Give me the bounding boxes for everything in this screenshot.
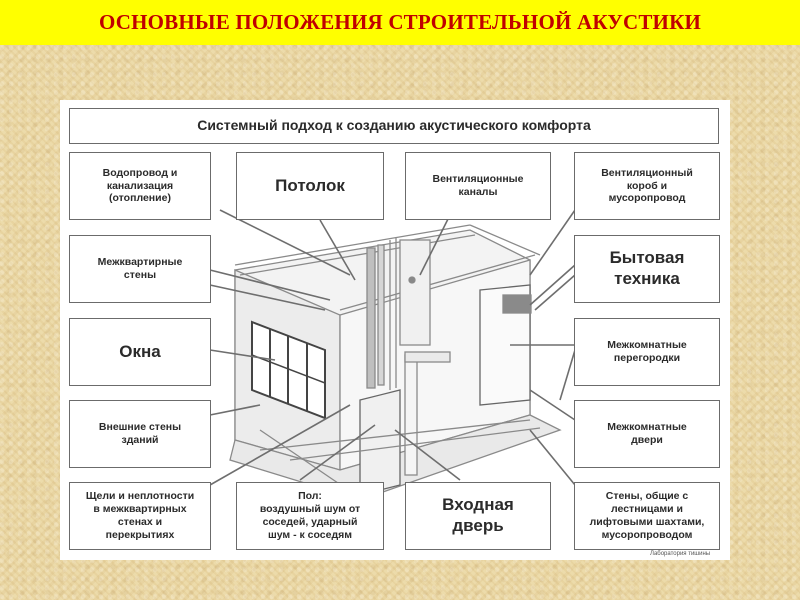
label-appliances: Бытовая техника: [574, 235, 720, 303]
room-wireframe-drawing: [209, 209, 576, 501]
label-windows: Окна: [69, 318, 211, 386]
diagram-header: Системный подход к созданию акустическог…: [69, 108, 719, 144]
label-vent-channels: Вентиляционные каналы: [405, 152, 551, 220]
riser-pipe: [366, 247, 376, 389]
label-ceiling: Потолок: [236, 152, 384, 220]
slide-title: ОСНОВНЫЕ ПОЛОЖЕНИЯ СТРОИТЕЛЬНОЙ АКУСТИКИ: [98, 10, 702, 34]
appliance-block: [502, 294, 532, 314]
label-partitions: Межкомнатные перегородки: [574, 318, 720, 386]
label-gaps: Щели и неплотности в межквартирных стена…: [69, 482, 211, 550]
label-external-walls: Внешние стены зданий: [69, 400, 211, 468]
credit-text: Лаборатория тишины: [650, 551, 711, 557]
title-bar: ОСНОВНЫЕ ПОЛОЖЕНИЯ СТРОИТЕЛЬНОЙ АКУСТИКИ: [0, 0, 800, 45]
label-interior-doors: Межкомнатные двери: [574, 400, 720, 468]
label-inter-apartment-walls: Межквартирные стены: [69, 235, 211, 303]
label-stair-walls: Стены, общие с лестницами и лифтовыми ша…: [574, 482, 720, 550]
label-entrance-door: Входная дверь: [405, 482, 551, 550]
label-water-supply: Водопровод и канализация (отопление): [69, 152, 211, 220]
label-vent-box: Вентиляционный короб и мусоропровод: [574, 152, 720, 220]
label-floor: Пол: воздушный шум от соседей, ударный ш…: [236, 482, 384, 550]
leader-lines: [209, 209, 576, 486]
diagram-panel: Системный подход к созданию акустическог…: [60, 100, 730, 560]
